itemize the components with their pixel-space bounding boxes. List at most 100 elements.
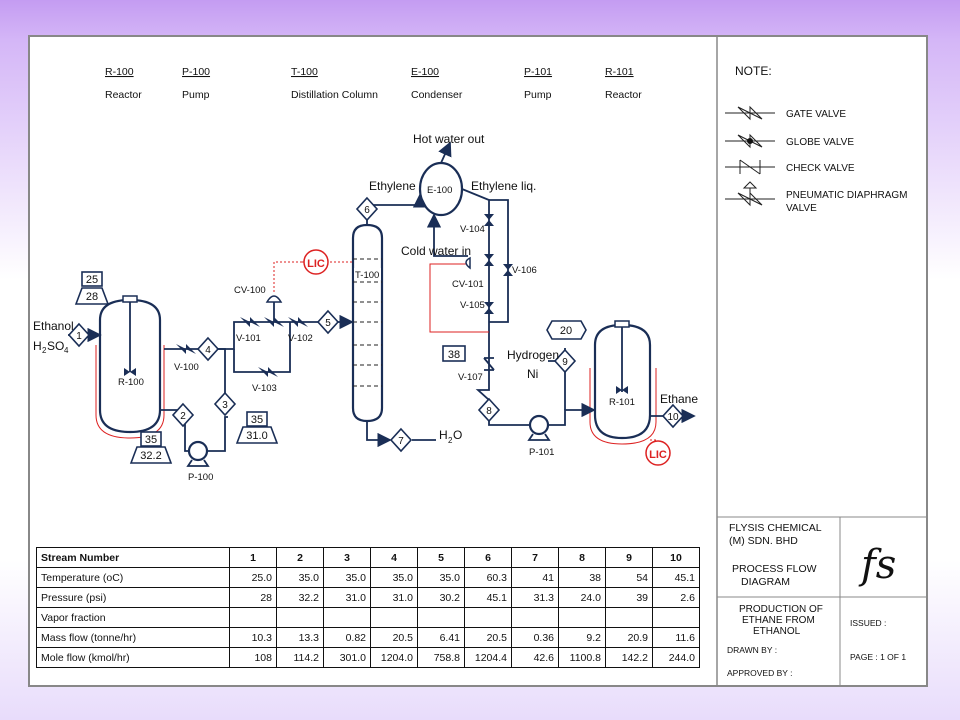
legend-item: CHECK VALVE [786,163,855,174]
table-cell: 10.3 [229,627,277,648]
svg-text:LIC: LIC [649,449,667,461]
table-cell: 35.0 [417,567,465,588]
stream-tag: 9 [553,348,577,374]
table-header-cell: 5 [417,547,465,568]
h2so4-label: H 2 SO 4 [33,339,69,355]
svg-text:9: 9 [562,357,568,368]
table-header-cell: 2 [276,547,324,568]
valve-label: V-102 [288,333,313,344]
label: Ni [527,367,538,381]
table-cell: 0.36 [511,627,559,648]
company-name: FLYSIS CHEMICAL [729,522,822,534]
lic-controller: LIC [303,249,329,275]
valves: V-100 V-101 CV-100 V-102 V-103 V-104 CV-… [174,214,537,394]
equip-name: Distillation Column [291,89,378,101]
valve-label: V-100 [174,362,199,373]
table-cell: 31.3 [511,587,559,608]
equip-label: E-100 [427,185,452,196]
row-label: Temperature (oC) [36,567,230,588]
approved-by: APPROVED BY : [727,668,793,678]
label: Ethylene liq. [471,179,536,193]
table-cell: 54 [605,567,653,588]
table-cell [276,607,324,628]
stream-tag: 10 [661,403,685,429]
equip-name: Pump [182,89,210,101]
table-cell [464,607,512,628]
svg-text:2: 2 [180,411,186,422]
equip-name: Reactor [105,89,142,101]
label: Hot water out [413,132,485,146]
table-cell [370,607,418,628]
svg-text:7: 7 [398,436,404,447]
table-cell: 35.0 [323,567,371,588]
table-cell: 30.2 [417,587,465,608]
svg-text:35: 35 [145,434,157,446]
table-cell [511,607,559,628]
table-cell: 32.2 [276,587,324,608]
table-cell: 39 [605,587,653,608]
row-label: Mass flow (tonne/hr) [36,627,230,648]
temp-tag: 35 [246,411,268,427]
table-cell: 45.1 [652,567,700,588]
table-header-cell: 10 [652,547,700,568]
table-cell: 301.0 [323,647,371,668]
pressure-tag: 31.0 [235,426,279,444]
equipment-header: R-100 Reactor P-100 Pump T-100 Distillat… [105,66,642,101]
pneumatic-valve-icon [465,254,494,270]
svg-text:20: 20 [560,325,572,337]
table-cell: 41 [511,567,559,588]
diagram-title: DIAGRAM [741,576,790,588]
gate-valve-icon [725,105,775,121]
stream-tag: 4 [196,336,220,362]
table-cell [605,607,653,628]
equip-label: R-100 [118,377,144,388]
valve-label: V-105 [460,300,485,311]
table-cell: 42.6 [511,647,559,668]
table-cell: 108 [229,647,277,668]
reactor-r101: R-101 [589,320,657,445]
legend-item: PNEUMATIC DIAPHRAGM [786,190,908,201]
svg-text:10: 10 [667,412,679,423]
svg-text:O: O [453,428,462,442]
stream-tag: 8 [477,397,501,423]
table-cell: 13.3 [276,627,324,648]
tp-tags: 25 28 35 32.2 35 31.0 38 20 [74,271,587,464]
table-header-cell: 8 [558,547,606,568]
table-cell [229,607,277,628]
table-cell: 2.6 [652,587,700,608]
stream-tag: 1 [67,322,91,348]
gate-valve-icon [484,214,494,226]
table-cell: 20.5 [464,627,512,648]
company-name: (M) SDN. BHD [729,535,798,547]
company-logo: fs [858,542,896,588]
drawn-by: DRAWN BY : [727,645,777,655]
table-cell: 20.5 [370,627,418,648]
table-cell [652,607,700,628]
table-header-cell: 4 [370,547,418,568]
pump-p101: P-101 [527,414,554,458]
svg-text:6: 6 [364,205,370,216]
table-header-cell: 3 [323,547,371,568]
equip-label: T-100 [355,270,379,281]
valve-label: V-106 [512,265,537,276]
gate-valve-icon [240,317,260,327]
table-header-cell: 1 [229,547,277,568]
row-label: Vapor fraction [36,607,230,628]
column-t100: T-100 [351,223,384,423]
svg-text:SO: SO [47,339,64,353]
page-number: PAGE : 1 OF 1 [850,652,906,662]
svg-text:35: 35 [251,414,263,426]
diagram-title: PROCESS FLOW [732,563,817,575]
valve-label: V-101 [236,333,261,344]
row-label: Mole flow (kmol/hr) [36,647,230,668]
stream-tag: 6 [355,196,379,222]
equip-label: P-101 [529,447,554,458]
table-row: Vapor fraction [36,607,700,628]
svg-text:3: 3 [222,400,228,411]
temp-tag: 20 [546,320,587,340]
gate-valve-icon [484,302,494,314]
table-cell: 1204.4 [464,647,512,668]
svg-text:5: 5 [325,318,331,329]
table-cell: 6.41 [417,627,465,648]
